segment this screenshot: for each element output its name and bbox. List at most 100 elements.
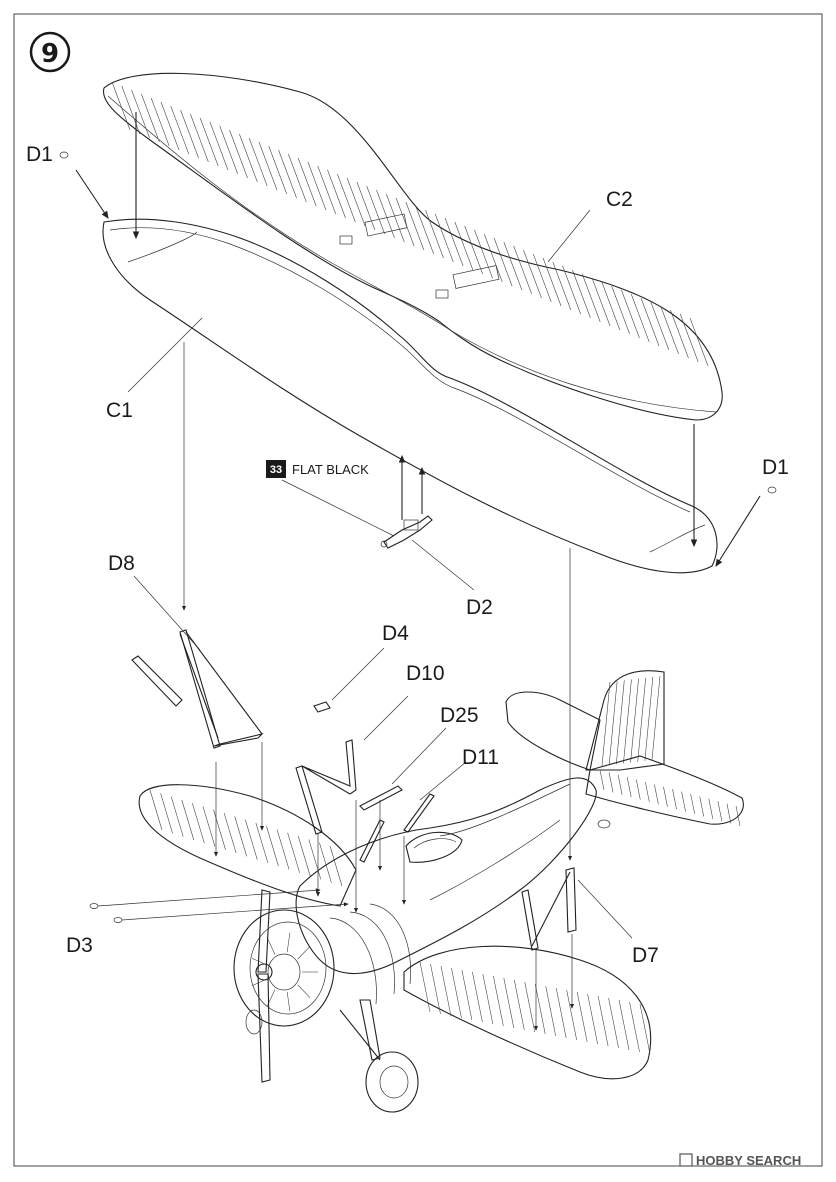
watermark: HOBBY SEARCH [679, 1153, 801, 1168]
wing-rib [366, 185, 385, 235]
wing-rib [430, 963, 441, 1015]
part-d4 [313, 701, 331, 713]
upper-wing-bottom-part [102, 218, 718, 574]
stabilizer-rib [726, 803, 732, 824]
wing-rib [454, 221, 474, 271]
page-border [13, 13, 823, 1167]
wing-rib [319, 842, 332, 883]
wing-rib [266, 826, 279, 867]
wing-rib [278, 149, 297, 199]
wing-rib [630, 293, 650, 343]
wing-rib [317, 165, 337, 215]
label-d8: D8 [108, 552, 135, 575]
label-d10: D10 [406, 662, 445, 685]
stabilizer-rib [672, 789, 677, 810]
fin-rib [637, 677, 647, 762]
wing-rib [679, 313, 699, 363]
leader-paint [281, 479, 395, 537]
wing-rib [327, 169, 346, 219]
wing-rib [419, 961, 431, 1013]
leader-c2 [547, 209, 591, 263]
wing-rib [160, 101, 180, 151]
propeller-blade-top [257, 889, 271, 973]
wing-rib [545, 985, 557, 1037]
wing-rib [576, 991, 588, 1043]
stabilizer-rib [635, 779, 641, 800]
label-d7: D7 [632, 944, 659, 967]
wing-rib [513, 245, 532, 295]
wing-rib [219, 125, 239, 175]
engine-cylinders [251, 932, 318, 1012]
wing-rib [601, 281, 621, 331]
fin-rib [601, 681, 611, 767]
wing-rib [524, 981, 536, 1033]
part-d3-a [89, 903, 99, 909]
label-d1-left: D1 [26, 143, 53, 166]
stabilizer-rib [699, 796, 705, 817]
wing-rib [199, 117, 219, 167]
wing-rib [149, 789, 163, 831]
stabilizer-rib [599, 769, 605, 791]
wing-rib [440, 965, 452, 1017]
wing-rib [689, 317, 709, 367]
wing-rib [141, 93, 160, 143]
part-d25 [359, 785, 403, 811]
wing-rib [572, 269, 591, 319]
wing-rib [202, 806, 216, 847]
arrow-d3-b [121, 902, 349, 921]
wing-rib [170, 796, 184, 837]
fin-rib [608, 681, 618, 766]
wing-rib [621, 289, 640, 339]
wing-rib [190, 113, 209, 163]
wing-rib [425, 209, 444, 259]
wing-rib [297, 157, 317, 207]
fin-rib [615, 680, 625, 765]
leader-d4 [331, 647, 385, 701]
upper-wing-top-part [102, 72, 723, 421]
wing-rib [307, 161, 327, 211]
wing-rib [474, 229, 493, 279]
arrow-d1-right [715, 495, 761, 567]
wing-rib [618, 999, 630, 1051]
wing-rib [435, 213, 454, 263]
label-c1: C1 [106, 399, 133, 422]
wing-rib [268, 145, 288, 195]
label-d11: D11 [462, 746, 499, 769]
lower-left-wing-ribs [149, 789, 343, 887]
engine-cylinder [286, 932, 291, 953]
wing-rib [482, 973, 494, 1025]
wing-rib [513, 979, 525, 1031]
leader-d10 [363, 695, 409, 741]
stabilizer-rib [717, 801, 723, 822]
wing-rib [234, 816, 247, 857]
wing-rib [150, 97, 170, 147]
wing-rib [287, 832, 300, 873]
stabilizer-rib [617, 774, 623, 795]
wing-rib [534, 983, 546, 1035]
wing-rib [503, 241, 523, 291]
arrow-d3-a [97, 888, 321, 907]
paint-number: 33 [270, 464, 282, 476]
wing-rib [472, 971, 483, 1023]
fin-rib [630, 678, 639, 763]
part-d7-struts [521, 867, 577, 951]
wing-rib [562, 265, 581, 315]
wing-rib [288, 153, 307, 203]
stabilizer-ribs [599, 769, 741, 827]
wing-rib [111, 81, 131, 131]
wing-rib [192, 803, 205, 844]
engine-cylinder [286, 991, 291, 1012]
wing-rib [523, 249, 542, 299]
wing-rib [346, 177, 366, 227]
watermark-text: HOBBY SEARCH [696, 1153, 801, 1168]
leader-d7 [577, 879, 633, 939]
wing-rib [255, 822, 269, 864]
wing-rib [591, 277, 611, 327]
paint-number-box [266, 460, 286, 478]
wing-rib [180, 109, 199, 159]
wing-rib [552, 261, 572, 311]
part-d11 [359, 793, 435, 863]
engine-cylinder [297, 984, 311, 998]
wing-rib [483, 233, 503, 283]
wing-rib [356, 181, 376, 231]
